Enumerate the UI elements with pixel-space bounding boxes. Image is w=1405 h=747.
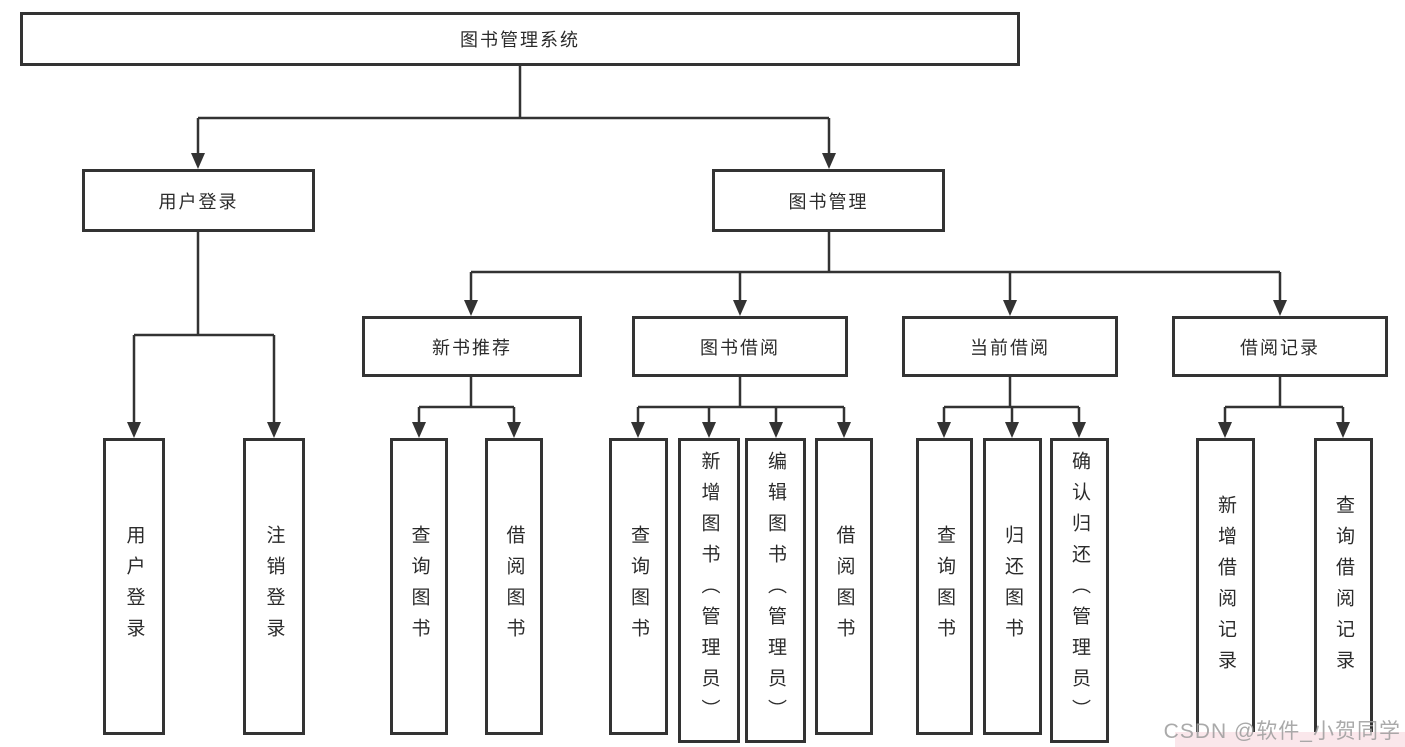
node-leaf-query-books-3: 查询图书 xyxy=(916,438,973,735)
node-new-book-recommend: 新书推荐 xyxy=(362,316,582,377)
node-leaf-return-books: 归还图书 xyxy=(983,438,1042,735)
node-book-borrowing: 图书借阅 xyxy=(632,316,848,377)
node-leaf-add-borrow-record: 新增借阅记录 xyxy=(1196,438,1255,738)
node-leaf-edit-book-admin: 编辑图书（管理员） xyxy=(745,438,806,743)
watermark-band xyxy=(1175,732,1405,747)
node-leaf-user-login: 用户登录 xyxy=(103,438,165,735)
node-root-library-system: 图书管理系统 xyxy=(20,12,1020,66)
node-leaf-query-books-1: 查询图书 xyxy=(390,438,448,735)
node-leaf-add-book-admin: 新增图书（管理员） xyxy=(678,438,740,743)
node-current-borrowing: 当前借阅 xyxy=(902,316,1118,377)
node-leaf-query-books-2: 查询图书 xyxy=(609,438,668,735)
watermark-text: CSDN @软件_小贺同学 xyxy=(1163,720,1401,743)
node-user-login: 用户登录 xyxy=(82,169,315,232)
node-leaf-logout: 注销登录 xyxy=(243,438,305,735)
node-leaf-query-borrow-record: 查询借阅记录 xyxy=(1314,438,1373,738)
node-leaf-borrow-books-1: 借阅图书 xyxy=(485,438,543,735)
node-book-management: 图书管理 xyxy=(712,169,945,232)
node-leaf-borrow-books-2: 借阅图书 xyxy=(815,438,873,735)
node-borrowing-records: 借阅记录 xyxy=(1172,316,1388,377)
node-leaf-confirm-return-admin: 确认归还（管理员） xyxy=(1050,438,1109,743)
